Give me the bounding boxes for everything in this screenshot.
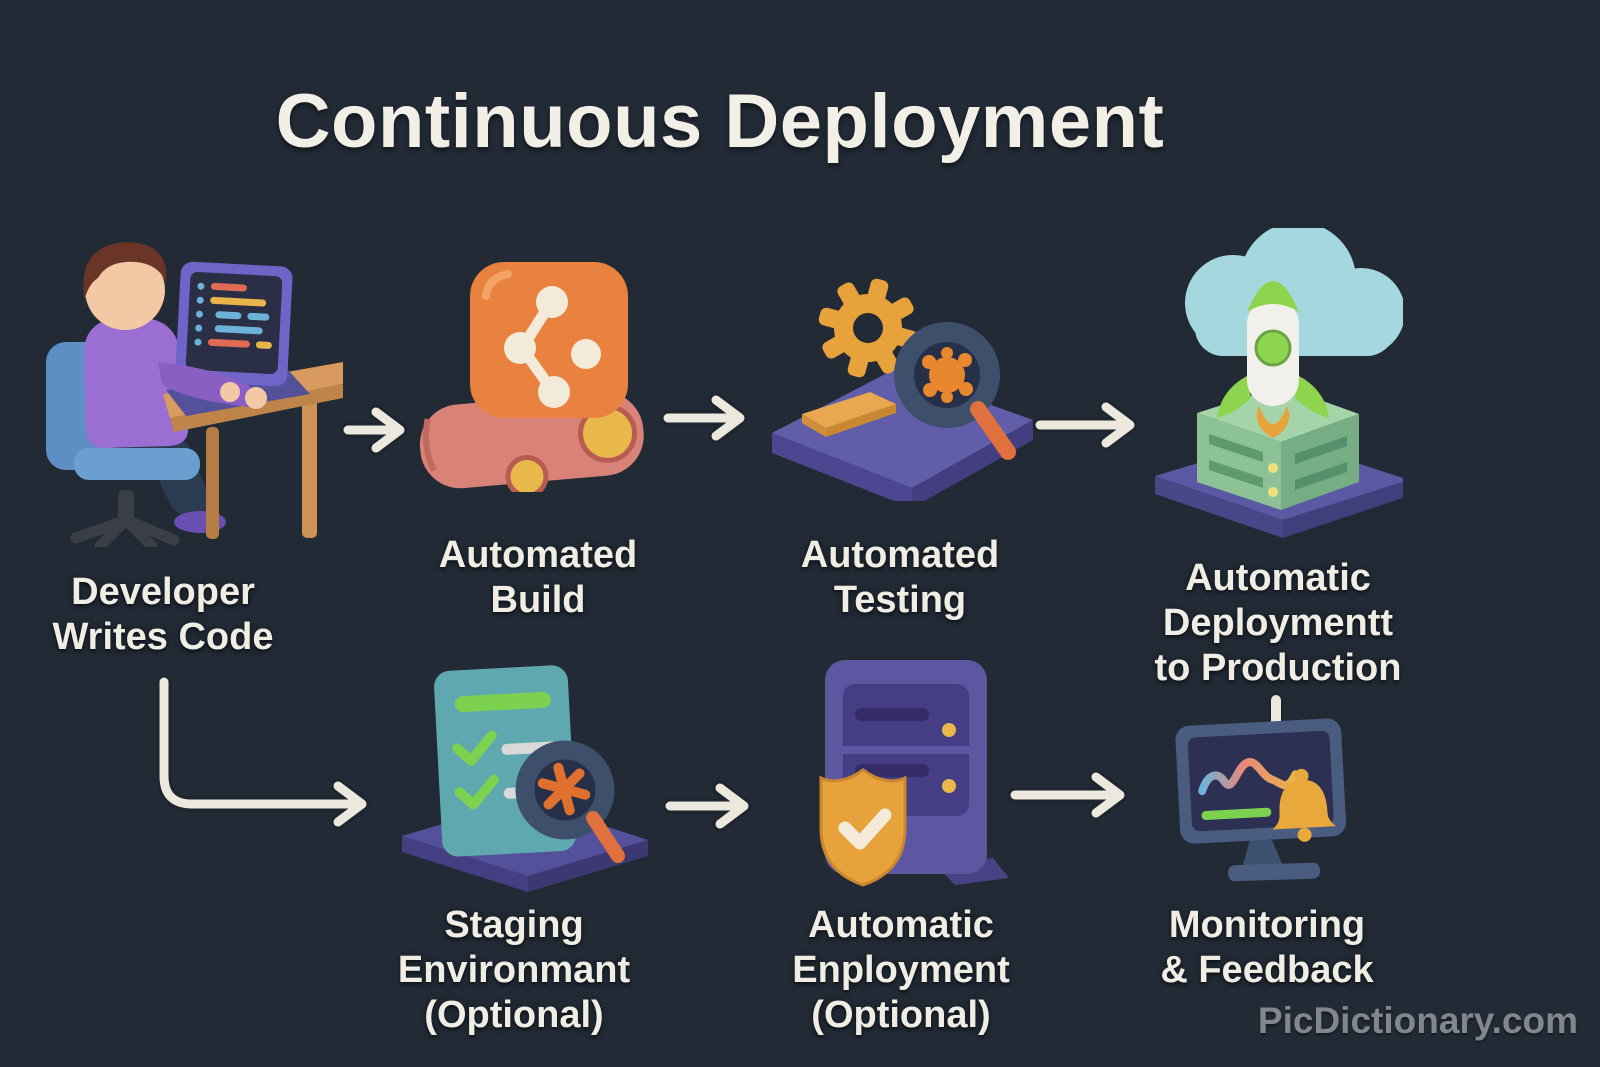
- shield-check: [838, 808, 892, 850]
- label-deploy: Automatic Deploymentt to Production: [1128, 556, 1428, 691]
- server-shield-icon: [815, 652, 1015, 890]
- conveyor-belt: [419, 391, 644, 492]
- arrow-build-to-testing: [663, 395, 745, 441]
- label-line: Automated: [438, 534, 638, 576]
- checklist-magnifier-icon: [396, 660, 656, 895]
- arrow-staging-to-enployment: [665, 783, 749, 829]
- green-server: [1197, 386, 1359, 510]
- label-line: Automated: [800, 534, 1000, 576]
- label-testing: Automated Testing: [750, 533, 1050, 623]
- label-line: & Feedback: [1160, 949, 1374, 991]
- check-mark: [452, 730, 497, 766]
- arrow-enployment-to-monitoring: [1010, 772, 1125, 818]
- gear-magnifier-testing-icon: [762, 276, 1040, 501]
- gear: [818, 278, 918, 378]
- check-mark: [454, 774, 500, 810]
- rocket-flame: [1256, 406, 1290, 438]
- shirt: [84, 318, 189, 448]
- alert-bell: [1272, 768, 1337, 842]
- label-developer: Developer Writes Code: [13, 570, 313, 660]
- label-line: Automatic: [1185, 557, 1371, 599]
- label-line: Monitoring: [1168, 904, 1366, 946]
- label-line: (Optional): [811, 994, 991, 1036]
- label-line: Testing: [833, 579, 967, 621]
- watermark: PicDictionary.com: [1257, 1000, 1578, 1041]
- label-monitoring: Monitoring & Feedback: [1117, 903, 1417, 993]
- laptop-screen: [175, 261, 293, 387]
- magnifier-handle: [970, 401, 1016, 460]
- label-staging: Staging Environmant (Optional): [364, 903, 664, 1038]
- rocket: [1217, 281, 1329, 438]
- label-line: Writes Code: [52, 616, 274, 658]
- head: [85, 250, 165, 330]
- monitor-stand: [1242, 840, 1284, 868]
- bug-splat: [922, 347, 973, 403]
- git-badge: [470, 262, 628, 418]
- label-enployment: Automatic Enployment (Optional): [751, 903, 1051, 1038]
- label-line: Automatic: [808, 904, 994, 946]
- label-line: Developer: [71, 571, 255, 613]
- elbow-arrow-developer-to-staging: [159, 677, 367, 827]
- git-build-conveyor-icon: [412, 252, 652, 492]
- label-line: to Production: [1154, 647, 1402, 689]
- test-pad: [802, 392, 896, 428]
- label-line: Enployment: [792, 949, 1010, 991]
- developer-at-desk-icon: [18, 222, 343, 547]
- monitor: [1175, 718, 1347, 844]
- rocket-nose: [1247, 281, 1299, 312]
- rocket-window: [1254, 329, 1292, 367]
- label-line: Build: [490, 579, 586, 621]
- metric-wave: [1198, 758, 1300, 796]
- cloud-rocket-server-icon: [1133, 228, 1403, 540]
- chair-base: [70, 512, 180, 547]
- chair-seat: [74, 448, 200, 480]
- arrow-testing-to-deploy: [1035, 402, 1135, 448]
- label-line: (Optional): [424, 994, 604, 1036]
- asterisk-glyph: [537, 762, 591, 816]
- arrow-developer-to-build: [343, 407, 405, 453]
- label-build: Automated Build: [388, 533, 688, 623]
- metric-bar: [1201, 807, 1272, 820]
- hair: [83, 242, 167, 302]
- label-line: Environmant: [397, 949, 631, 991]
- magnifier-handle: [586, 811, 625, 863]
- label-line: Staging: [444, 904, 584, 946]
- shield: [819, 768, 907, 887]
- label-line: Deploymentt: [1162, 602, 1394, 644]
- page-title: Continuous Deployment: [275, 79, 1165, 164]
- monitor-chart-bell-icon: [1172, 714, 1352, 894]
